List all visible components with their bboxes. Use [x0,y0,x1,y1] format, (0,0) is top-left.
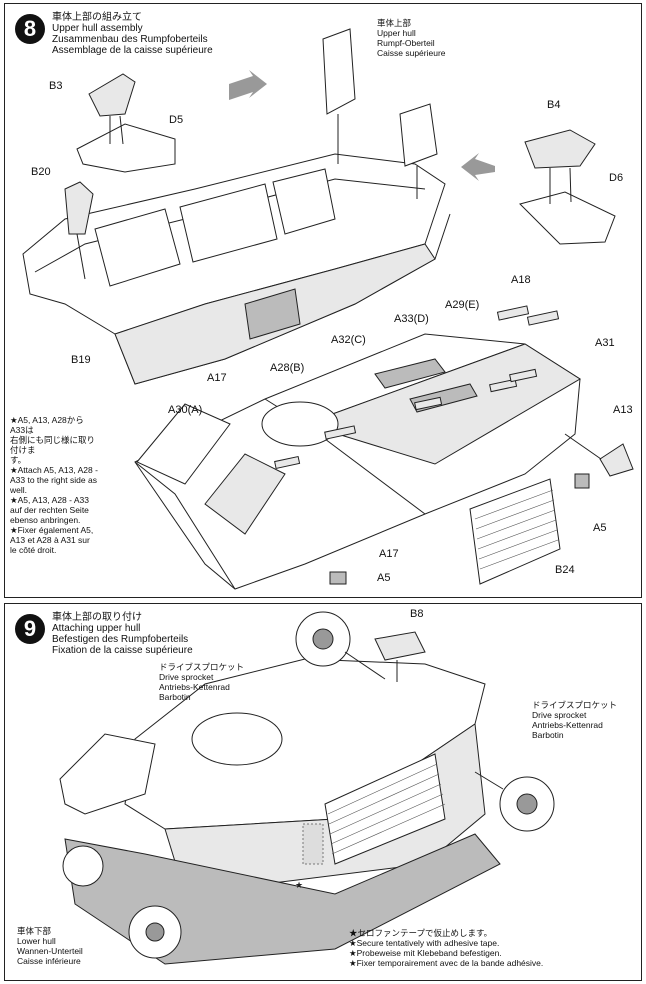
part-label-d5: D5 [169,114,184,126]
turret-ring [261,401,339,447]
step-8-panel: 8 車体上部の組み立て Upper hull assembly Zusammen… [4,3,642,598]
part-a5-bottom-shape [329,571,347,585]
tape-patch [302,823,324,865]
direction-arrow-2 [461,153,495,181]
part-label-a13: A13 [613,404,633,416]
drive-sprocket-right-callout: ドライブスプロケット Drive sprocket Antriebs-Kette… [532,700,617,740]
callout-jp: 車体上部 [377,18,412,28]
part-label-a30: A30(A) [168,404,203,416]
part-label-b8: B8 [410,608,424,620]
lower-hull-en: Lower hull [17,936,56,946]
part-a5-right-shape [574,473,590,489]
note-en: ★Attach A5, A13, A28 - A33 to the right … [10,465,98,495]
part-label-a17-top: A17 [207,372,227,384]
part-label-a29: A29(E) [445,299,480,311]
upper-hull-assembly-drawing [22,28,634,590]
upper-hull-callout: 車体上部 Upper hull Rumpf-Oberteil Caisse su… [377,18,446,58]
sprocket-left-de: Antriebs-Kettenrad [159,682,230,692]
idler-wheel [62,845,104,887]
note-jp-2: 右側にも同じ様に取り付けま [10,435,96,455]
sprocket-left-jp: ドライブスプロケット [159,662,245,672]
lower-hull-de: Wannen-Unterteil [17,946,83,956]
lower-hull-jp: 車体下部 [17,926,52,936]
part-label-b20: B20 [31,166,51,178]
upper-hull-shape [124,658,486,830]
part-label-a5-right: A5 [593,522,607,534]
note-jp-3: す。 [10,455,27,465]
tape-note-en: ★Secure tentatively with adhesive tape. [349,938,500,948]
drive-sprocket-left-callout: ドライブスプロケット Drive sprocket Antriebs-Kette… [159,662,244,702]
part-label-a31: A31 [595,337,615,349]
part-label-b3: B3 [49,80,63,92]
direction-arrow-1 [229,70,267,100]
tape-note-jp: ★セロファンテープで仮止めします。 [349,928,493,938]
part-d6-shape [519,191,616,245]
step-9-panel: ★ 9 車体上部の取り付け Attaching upper hull Befes… [4,603,642,981]
note-de: ★A5, A13, A28 - A33 auf der rechten Seit… [10,495,89,525]
callout-fr: Caisse supérieure [377,48,446,58]
part-label-d6: D6 [609,172,624,184]
part-label-b4: B4 [547,99,561,111]
tape-note-de: ★Probeweise mit Klebeband befestigen. [349,948,502,958]
rear-frame [59,733,156,815]
svg-text:★: ★ [295,881,303,891]
note-jp-1: ★A5, A13, A28からA33は [10,415,84,435]
part-label-a5-bottom: A5 [377,572,391,584]
sprocket-left-fr: Barbotin [159,692,191,702]
drive-sprocket-left [295,611,386,680]
part-label-a33: A33(D) [394,313,429,325]
part-label-b19: B19 [71,354,91,366]
step-number: 9 [15,614,45,644]
turret-ring-9 [191,712,283,766]
part-b3-shape [88,73,136,117]
step-title-en: Attaching upper hull [52,623,141,634]
lower-hull-callout: 車体下部 Lower hull Wannen-Unterteil Caisse … [17,926,83,966]
sprocket-left-en: Drive sprocket [159,672,214,682]
callout-de: Rumpf-Oberteil [377,38,435,48]
step-title: 車体上部の組み立て Upper hull assembly Zusammenba… [52,12,213,56]
part-label-a17-bottom: A17 [379,548,399,560]
upper-hull-plate-1 [322,28,356,115]
step-title-fr: Fixation de la caisse supérieure [52,645,193,656]
note-fr: ★Fixer également A5, A13 et A28 à A31 su… [10,525,94,555]
upper-hull-plate-2 [399,103,438,167]
tape-note-fr: ★Fixer temporairement avec de la bande a… [349,958,544,968]
tape-note: ★セロファンテープで仮止めします。 ★Secure tentatively wi… [349,928,543,968]
sprocket-right-de: Antriebs-Kettenrad [532,720,603,730]
drive-sprocket-right [474,771,555,832]
step-title-de: Befestigen des Rumpfoberteils [52,634,189,645]
part-label-b24: B24 [555,564,575,576]
callout-en: Upper hull [377,28,416,38]
step-title-de: Zusammenbau des Rumpfoberteils [52,34,208,45]
part-label-a18: A18 [511,274,531,286]
part-b24-grille [469,478,561,585]
step-number: 8 [15,14,45,44]
step-title-en: Upper hull assembly [52,23,143,34]
sprocket-right-fr: Barbotin [532,730,564,740]
attach-hull-drawing: ★ [59,611,555,965]
step-title-fr: Assemblage de la caisse supérieure [52,45,213,56]
step-title: 車体上部の取り付け Attaching upper hull Befestige… [52,612,193,656]
part-label-a28: A28(B) [270,362,305,374]
lower-hull-fr: Caisse inférieure [17,956,81,966]
part-label-a32: A32(C) [331,334,366,346]
part-b8-shape [374,631,426,661]
part-b20-shape [64,181,94,235]
sprocket-right-jp: ドライブスプロケット [532,700,618,710]
part-a13-shape [599,443,634,477]
step-title-jp: 車体上部の取り付け [52,612,142,623]
sprocket-right-en: Drive sprocket [532,710,587,720]
part-d5-shape [76,123,176,173]
right-side-note: ★A5, A13, A28からA33は 右側にも同じ様に取り付けま す。 ★At… [10,415,98,555]
part-b4-shape [524,129,596,169]
step-title-jp: 車体上部の組み立て [52,12,142,23]
